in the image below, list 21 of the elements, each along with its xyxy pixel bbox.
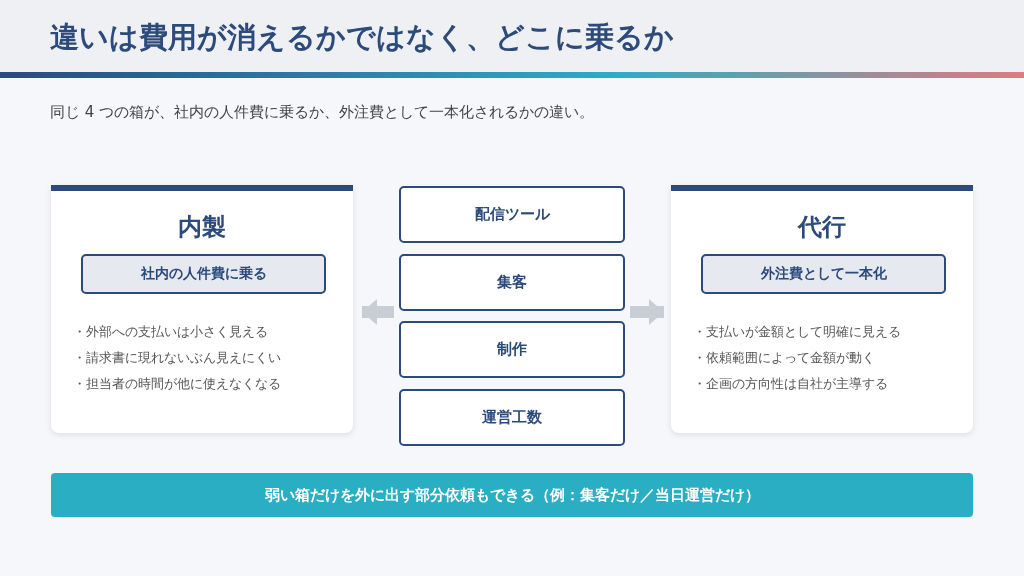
- cost-item-box: 制作: [399, 321, 625, 378]
- comparison-card: [51, 185, 353, 433]
- bullet-text: ・請求書に現れないぶん見えにくい: [73, 349, 281, 367]
- bullet-text: ・担当者の時間が他に使えなくなる: [73, 375, 281, 393]
- card-heading: 内製: [177, 212, 227, 243]
- comparison-card: [671, 185, 973, 433]
- cost-item-box: 配信ツール: [399, 186, 625, 243]
- cost-tag: 社内の人件費に乗る: [81, 254, 326, 294]
- bullet-text: ・支払いが金額として明確に見える: [693, 323, 901, 341]
- title: 違いは費用が消えるかではなく、どこに乗るか: [50, 19, 674, 56]
- cost-item-box: 運営工数: [399, 389, 625, 446]
- cost-tag: 外注費として一本化: [701, 254, 946, 294]
- card-heading: 代行: [796, 212, 847, 243]
- bullet-text: ・外部への支払いは小さく見える: [73, 323, 268, 341]
- block-arrow: [362, 299, 394, 325]
- note-banner: 弱い箱だけを外に出す部分依頼もできる（例：集客だけ／当日運営だけ）: [51, 473, 973, 517]
- bullet-text: ・企画の方向性は自社が主導する: [693, 375, 888, 393]
- block-arrow: [630, 299, 664, 325]
- cost-item-box: 集客: [399, 254, 625, 311]
- subtitle: 同じ 4 つの箱が、社内の人件費に乗るか、外注費として一本化されるかの違い。: [50, 103, 595, 122]
- bullet-text: ・依頼範囲によって金額が動く: [693, 349, 875, 367]
